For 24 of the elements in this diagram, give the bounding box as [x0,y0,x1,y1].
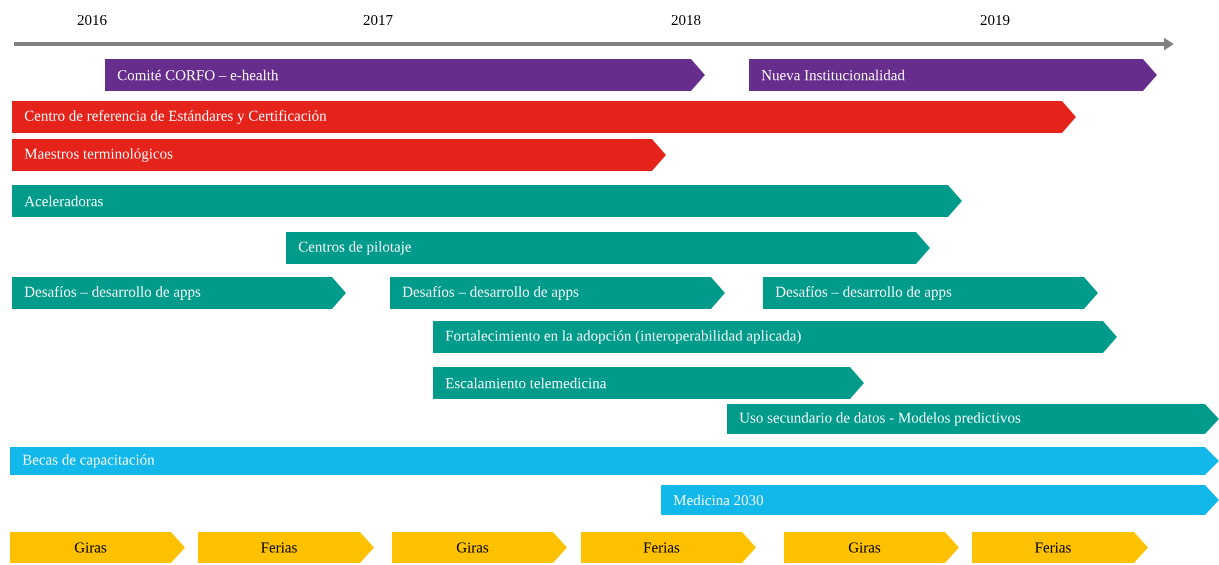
timeline-bar: Uso secundario de datos - Modelos predictivos [727,404,1219,434]
timeline-bar: Becas de capacitación [10,447,1219,475]
timeline-bar: Ferias [972,532,1148,563]
timeline-bar: Ferias [581,532,756,563]
timeline-bar: Giras [784,532,959,563]
timeline-bar: Escalamiento telemedicina [433,367,864,399]
timeline-bar: Desafíos – desarrollo de apps [390,277,725,309]
timeline-bar: Centro de referencia de Estándares y Certificación [12,101,1076,133]
year-label: 2016 [77,14,107,26]
year-label: 2017 [363,14,393,26]
timeline-bar: Giras [10,532,185,563]
timeline-bar: Ferias [198,532,374,563]
timeline-bar: Maestros terminológicos [12,139,666,171]
timeline-bar: Desafíos – desarrollo de apps [763,277,1098,309]
year-label: 2019 [980,14,1010,26]
timeline-bar: Nueva Institucionalidad [749,59,1157,91]
timeline-bar: Comité CORFO – e-health [105,59,705,91]
timeline-bar: Giras [392,532,567,563]
timeline-bar: Fortalecimiento en la adopción (interoperabilidad aplicada) [433,321,1117,353]
timeline-bar: Desafíos – desarrollo de apps [12,277,346,309]
timeline-bar: Medicina 2030 [661,485,1219,515]
timeline-bar: Centros de pilotaje [286,232,930,264]
year-label: 2018 [671,14,701,26]
timeline-bar: Aceleradoras [12,185,962,217]
